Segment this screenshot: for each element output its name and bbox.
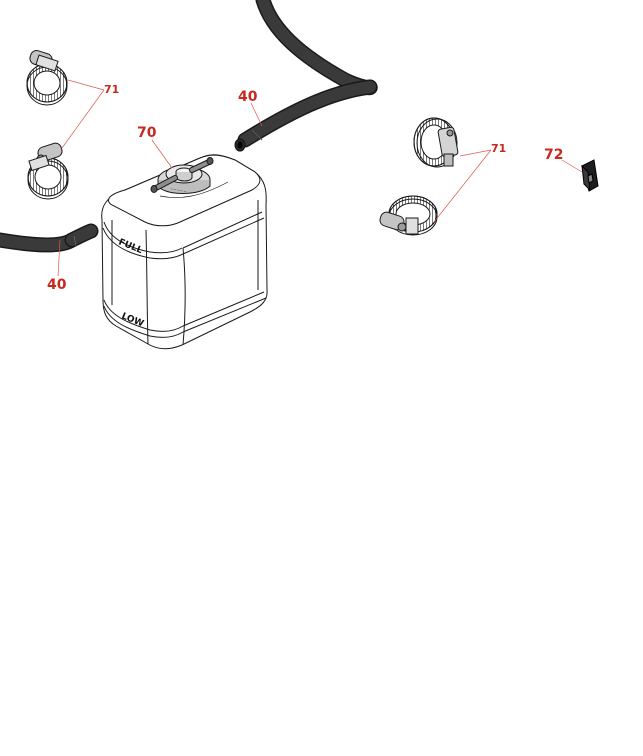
callout-clamp-right: 71	[491, 142, 506, 155]
hose-clamp-right-upper	[413, 117, 459, 168]
hose-clamp-left-lower	[27, 142, 69, 200]
reservoir-cap: ~~~~~	[150, 157, 214, 194]
leader-lines	[57, 79, 583, 277]
upper-hose	[234, 0, 378, 152]
retaining-clip	[581, 159, 599, 192]
callout-clamp-left: 71	[104, 83, 119, 96]
lower-hose	[0, 223, 99, 253]
callout-clip: 72	[544, 147, 563, 163]
hose-clamp-right-lower	[379, 195, 438, 236]
svg-text:~~~~~: ~~~~~	[170, 186, 187, 194]
callout-reservoir: 70	[137, 125, 157, 141]
callout-lower-hose: 40	[47, 277, 67, 293]
callout-upper-hose: 40	[238, 89, 258, 105]
hose-clamp-left-upper	[26, 50, 68, 106]
